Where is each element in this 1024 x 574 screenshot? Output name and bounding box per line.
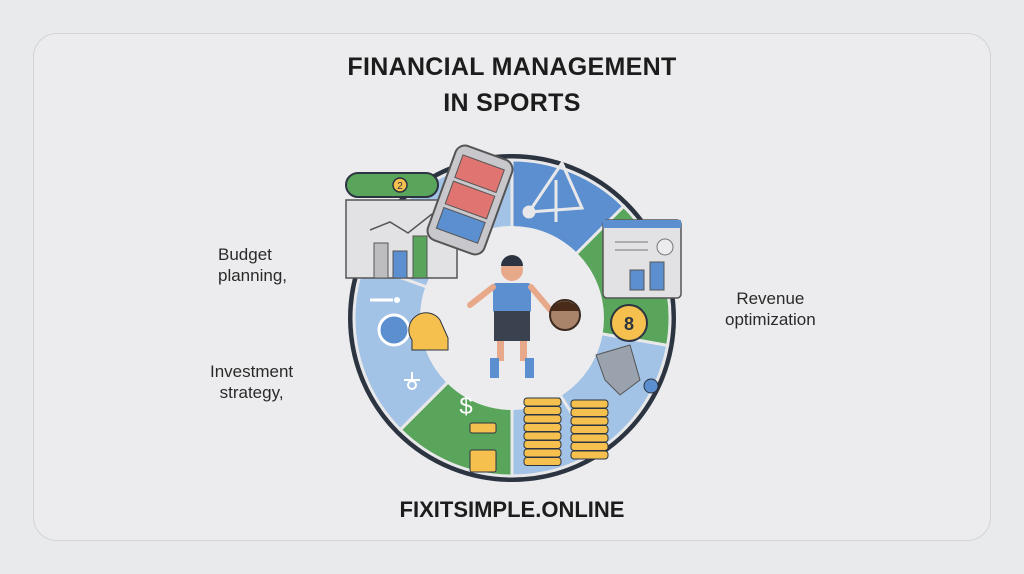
wheel-outer-ring	[348, 154, 676, 482]
investment-label-line2: strategy,	[219, 383, 284, 402]
mascot-icon	[595, 344, 659, 396]
athlete-icon	[467, 255, 555, 378]
coin	[523, 448, 562, 458]
investment-label-line1: Investment	[210, 362, 294, 381]
coin	[523, 431, 562, 441]
revenue-label-line1: Revenue	[736, 289, 805, 308]
coin	[570, 416, 609, 426]
investment-strategy-label: Investment strategy,	[210, 361, 293, 403]
budget-label-line2: planning,	[218, 266, 288, 285]
dashboard-icon	[602, 219, 682, 299]
coin	[570, 408, 609, 417]
coin	[523, 423, 562, 432]
budget-planning-label: Budget planning,	[218, 244, 287, 286]
coin	[570, 442, 609, 451]
dollar-icon: $	[459, 393, 497, 473]
coin	[523, 397, 562, 407]
coin	[523, 406, 562, 415]
coin	[570, 433, 609, 443]
coin	[523, 414, 562, 424]
coin-icon: 8	[610, 304, 648, 342]
dollar-symbol: $	[459, 393, 472, 420]
title-line-2: IN SPORTS	[443, 89, 581, 117]
coin	[523, 440, 562, 449]
coin	[570, 450, 609, 460]
coin-stacks-icon	[523, 397, 609, 466]
investment-icon	[370, 297, 449, 390]
badge-symbol: 2	[397, 181, 403, 192]
gym-equipment-icon	[522, 159, 585, 222]
budget-label-line1: Budget	[218, 245, 272, 264]
revenue-optimization-label: Revenue optimization	[725, 288, 816, 330]
revenue-label-line2: optimization	[725, 310, 816, 329]
coin	[570, 425, 609, 434]
title-line-1: FINANCIAL MANAGEMENT	[347, 53, 677, 81]
growth-chart-icon: 2	[345, 172, 458, 279]
basketball-icon	[549, 299, 581, 331]
coin	[570, 399, 609, 409]
fitness-monitor-icon	[426, 144, 514, 256]
coin	[523, 457, 562, 466]
coin-symbol: 8	[624, 314, 634, 334]
footer-website: FIXITSIMPLE.ONLINE	[399, 497, 625, 522]
